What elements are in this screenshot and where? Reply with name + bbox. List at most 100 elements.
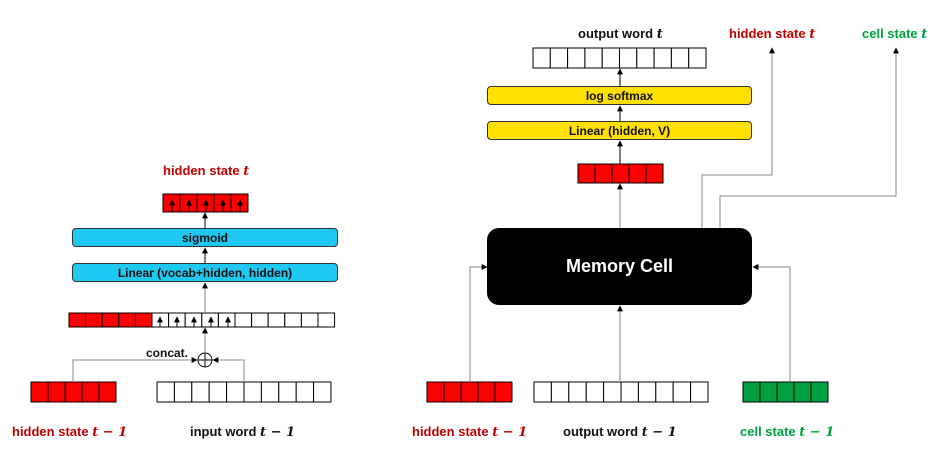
right-input-cell-vector-cell [793, 381, 812, 403]
left-input-word-vector-cell [156, 381, 175, 403]
right-hidden-in-to-memcell [469, 264, 488, 382]
right-hidden-vector-cell [628, 163, 647, 184]
left-input-word-vector [156, 381, 332, 403]
right-input-word-text: output word [563, 424, 642, 439]
right-memcell-to-hidden-out [701, 47, 775, 228]
left-concat-vector-cell [234, 312, 253, 328]
left-output-hidden-vector [162, 193, 249, 213]
right-input-hidden-vector-cell [443, 381, 462, 403]
right-input-hidden-vector-cell [477, 381, 496, 403]
right-input-word-vector-cell [690, 381, 709, 403]
right-hidden-vector-cell [577, 163, 596, 184]
left-input-hidden-vector [30, 381, 117, 403]
left-input-hidden-state-var: t − 1 [92, 425, 128, 440]
left-input-hidden-state-text: hidden state [12, 424, 93, 439]
left-linear-label: Linear (vocab+hidden, hidden) [117, 265, 293, 280]
left-input-word-vector-cell [208, 381, 228, 403]
right-input-cell-vector-cell [742, 381, 761, 403]
left-input-hidden-vector-cell [81, 381, 100, 403]
right-output-word-label: output word t [578, 26, 663, 43]
right-output-word-vector-cell [532, 47, 551, 69]
right-memcell-to-cell-out [719, 47, 899, 228]
right-input-cell-vector [742, 381, 829, 403]
right-input-word-vector [533, 381, 709, 403]
right-input-hidden-vector-cell [460, 381, 479, 403]
right-output-cell-state-label: cell state t [862, 26, 927, 43]
right-input-word-vector-cell [655, 381, 674, 403]
right-input-word-vector-cell [550, 381, 570, 403]
left-output-hidden-state-label: hidden state t [163, 163, 249, 180]
left-sigmoid-label: sigmoid [181, 230, 228, 245]
right-output-word-text: output word [578, 26, 657, 41]
right-input-word-vector-cell [603, 381, 622, 403]
left-concat-vector-cell [251, 312, 269, 328]
right-output-word-vector [532, 47, 707, 69]
right-output-hidden-state-var: t [809, 27, 816, 42]
left-concat-vector-cell [118, 312, 136, 328]
right-input-word-vector-cell [637, 381, 657, 403]
left-input-word-vector-cell [191, 381, 210, 403]
right-linear-label: Linear (hidden, V) [568, 123, 671, 138]
left-input-word-vector-cell [295, 381, 315, 403]
right-output-word-vector-cell [619, 47, 638, 69]
left-input-word-vector-cell [313, 381, 332, 403]
right-input-word-var: t − 1 [641, 425, 677, 440]
left-sigmoid-box: sigmoid [72, 228, 338, 247]
right-hidden-vector-cell [611, 163, 630, 184]
left-concat-vector-cell [101, 312, 120, 328]
left-concat-vector-cell [300, 312, 319, 328]
right-hidden-vector-cell [594, 163, 613, 184]
left-input-word-label: input word t − 1 [190, 424, 295, 441]
left-input-hidden-state-label: hidden state t − 1 [12, 424, 127, 441]
right-input-word-vector-cell [672, 381, 692, 403]
left-concat-vector-cell [68, 312, 87, 328]
left-concat-vector-cell [284, 312, 302, 328]
left-input-word-var: t − 1 [260, 425, 296, 440]
right-input-hidden-vector-cell [426, 381, 445, 403]
right-input-hidden-state-var: t − 1 [492, 425, 528, 440]
left-output-hidden-state-var: t [243, 164, 250, 179]
left-input-word-vector-cell [173, 381, 193, 403]
right-input-cell-vector-cell [810, 381, 829, 403]
left-input-word-vector-cell [260, 381, 280, 403]
right-cell-in-to-memcell [752, 264, 791, 382]
left-input-word-text: input word [190, 424, 261, 439]
right-output-word-vector-cell [670, 47, 690, 69]
right-input-word-label: output word t − 1 [563, 424, 677, 441]
right-input-word-vector-cell [585, 381, 605, 403]
left-input-hidden-vector-cell [47, 381, 66, 403]
right-log-softmax-box: log softmax [487, 86, 752, 105]
right-output-hidden-state-label: hidden state t [729, 26, 815, 43]
left-input-hidden-vector-cell [30, 381, 49, 403]
left-input-hidden-vector-cell [64, 381, 83, 403]
right-input-hidden-vector-cell [494, 381, 513, 403]
right-input-word-vector-cell [620, 381, 639, 403]
left-linear-box: Linear (vocab+hidden, hidden) [72, 263, 338, 282]
left-input-word-vector-cell [226, 381, 245, 403]
left-concat-vector-cell [317, 312, 336, 328]
right-output-hidden-state-text: hidden state [729, 26, 810, 41]
right-hidden-vector-cell [645, 163, 664, 184]
left-concat-vector [68, 312, 336, 328]
left-concat-vector-cell [217, 312, 236, 328]
left-concat-vector-cell [134, 312, 153, 328]
right-output-word-vector-cell [601, 47, 621, 69]
left-input-hidden-vector-cell [98, 381, 117, 403]
right-linear-box: Linear (hidden, V) [487, 121, 752, 140]
right-log-softmax-label: log softmax [585, 88, 654, 103]
right-input-word-vector-cell [533, 381, 552, 403]
right-input-cell-vector-cell [776, 381, 795, 403]
left-concat-vector-cell [85, 312, 103, 328]
left-output-hidden-state-text: hidden state [163, 163, 244, 178]
right-input-word-vector-cell [568, 381, 587, 403]
right-input-cell-state-label: cell state t − 1 [740, 424, 834, 441]
right-output-word-vector-cell [688, 47, 707, 69]
right-input-cell-state-var: t − 1 [799, 425, 835, 440]
memory-cell-box: Memory Cell [487, 228, 752, 305]
right-output-word-vector-cell [636, 47, 655, 69]
left-hidden-to-oplus [72, 357, 198, 382]
right-output-word-var: t [656, 27, 663, 42]
right-output-word-vector-cell [653, 47, 672, 69]
left-input-word-vector-cell [278, 381, 297, 403]
